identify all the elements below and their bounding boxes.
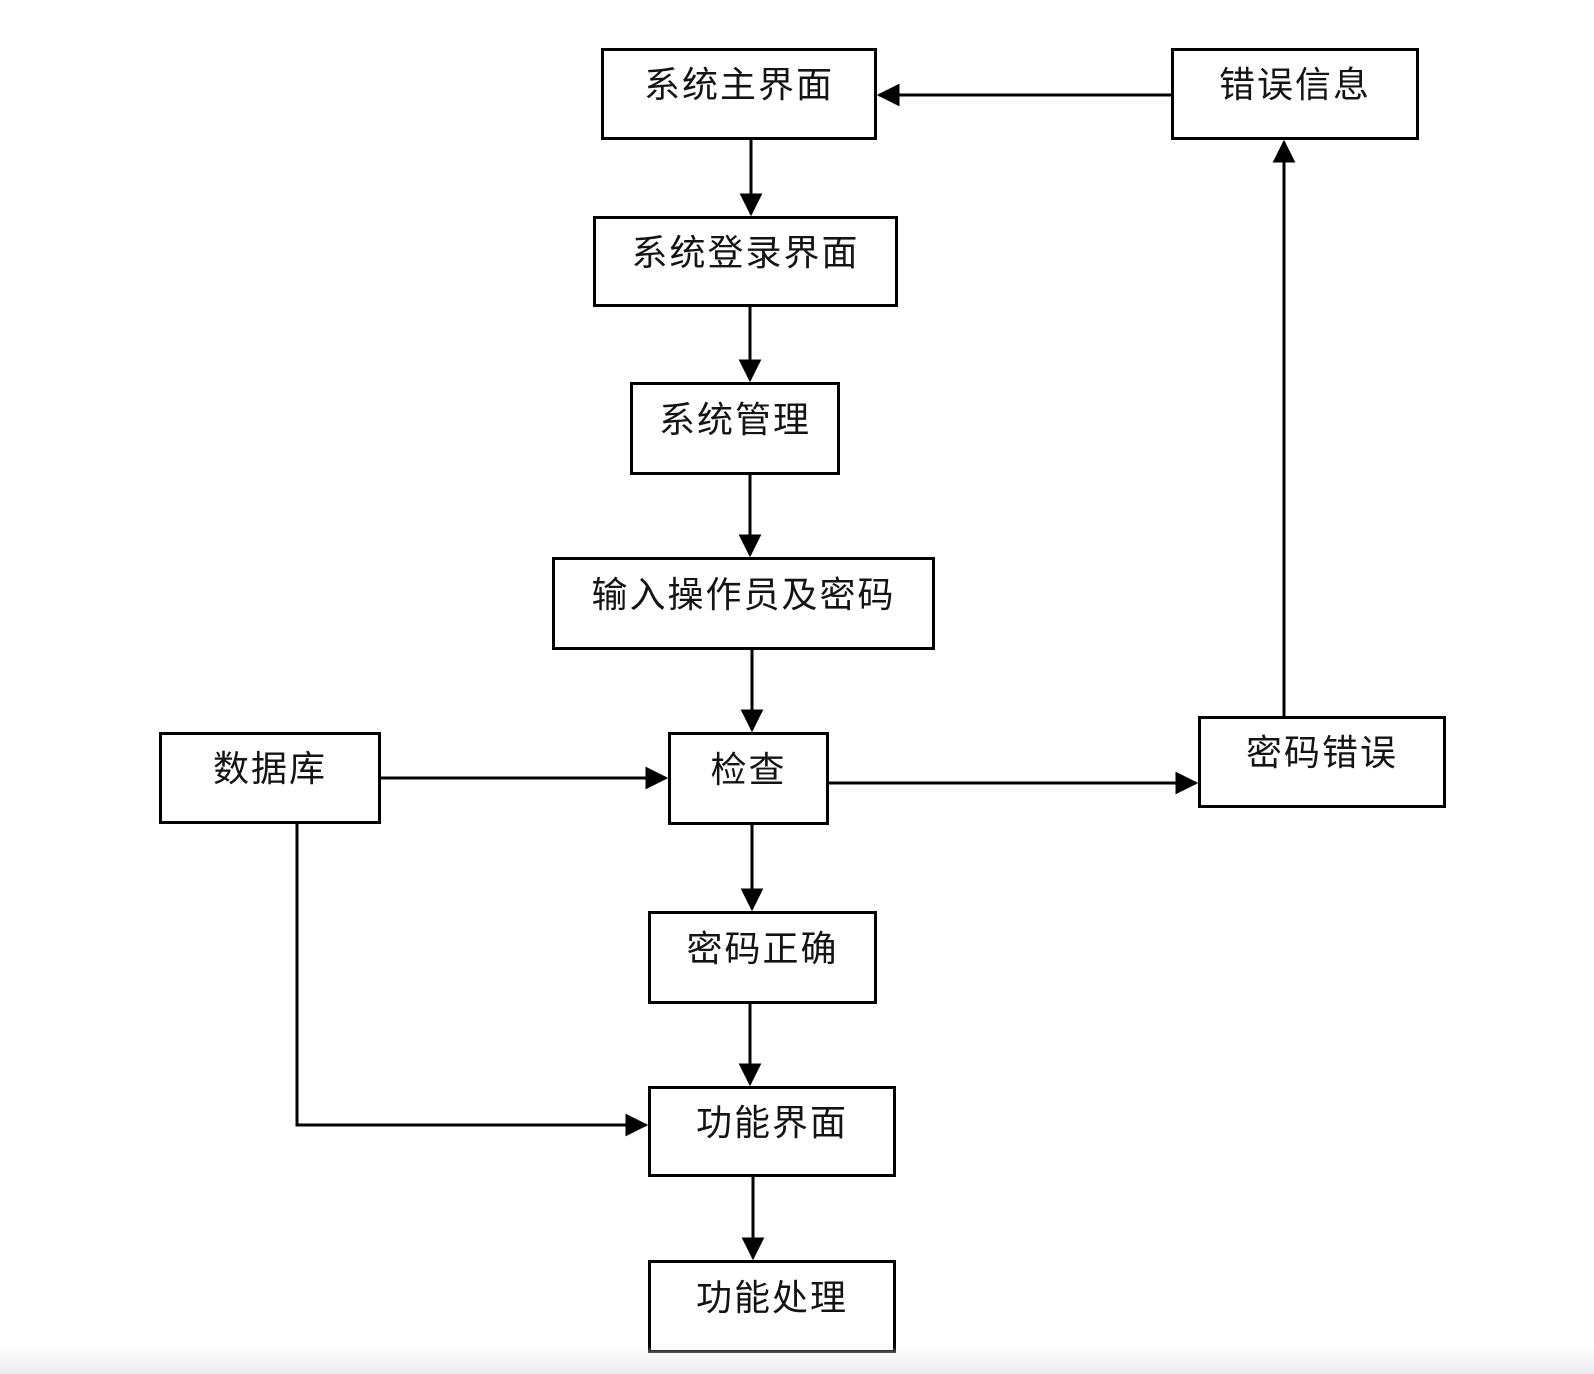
flow-node-label-system-login-ui: 系统登录界面 [631,232,860,273]
flow-node-label-function-ui: 功能界面 [695,1102,848,1143]
flow-node-password-wrong: 密码错误 [1198,716,1446,808]
flow-node-label-password-correct: 密码正确 [686,928,839,969]
flow-node-label-system-management: 系统管理 [658,399,811,440]
flow-node-database: 数据库 [159,732,381,824]
flow-node-system-main-ui: 系统主界面 [601,48,877,140]
flow-node-label-error-info: 错误信息 [1218,65,1371,105]
flow-node-system-login-ui: 系统登录界面 [593,216,898,307]
flow-node-system-management: 系统管理 [630,382,840,475]
flow-node-input-operator-password: 输入操作员及密码 [552,557,935,650]
flow-node-label-check: 检查 [710,749,787,790]
flow-node-label-password-wrong: 密码错误 [1245,733,1398,773]
flow-node-check: 检查 [668,732,829,825]
flow-node-label-input-operator-password: 输入操作员及密码 [591,574,896,615]
flow-node-function-ui: 功能界面 [648,1086,896,1177]
flow-node-function-process: 功能处理 [648,1260,896,1353]
flow-node-password-correct: 密码正确 [648,911,877,1004]
flow-node-label-system-main-ui: 系统主界面 [643,65,834,105]
edge-layer [295,83,1296,1261]
flow-edge-database-to-funcui [295,824,649,1137]
flow-node-label-database: 数据库 [212,749,327,789]
flow-node-label-function-process: 功能处理 [695,1277,848,1318]
flow-node-error-info: 错误信息 [1171,48,1419,140]
